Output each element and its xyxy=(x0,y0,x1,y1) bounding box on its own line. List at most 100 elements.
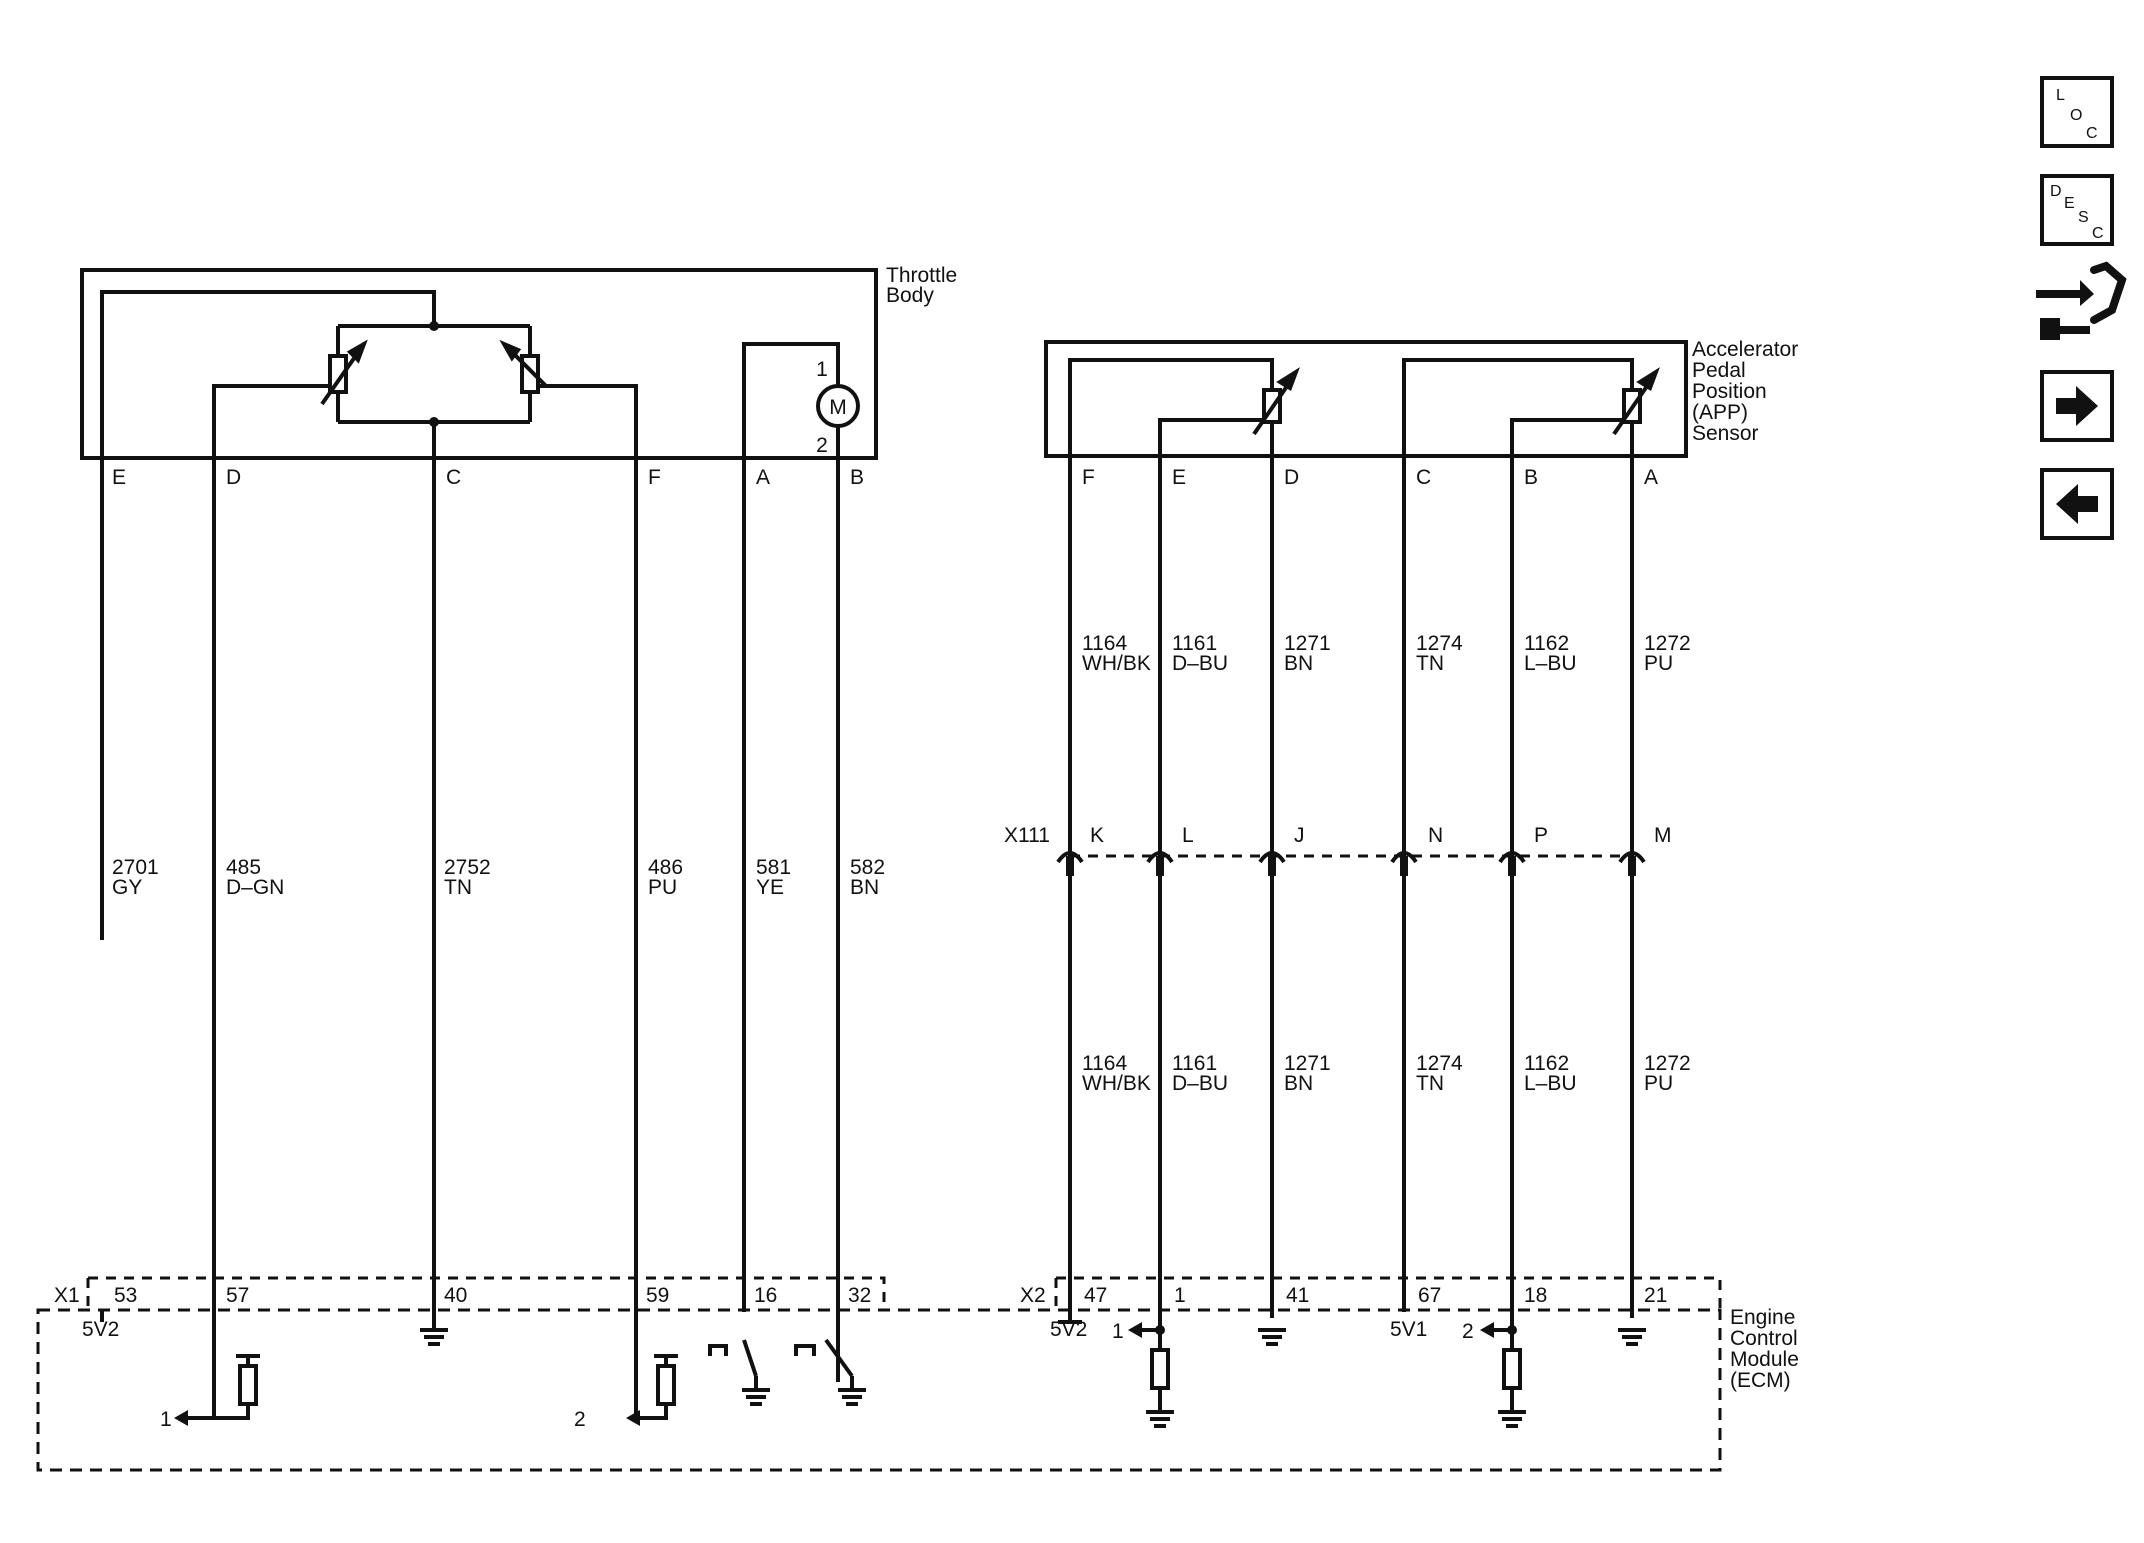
throttle-body-title: Throttle xyxy=(886,264,957,287)
svg-text:P: P xyxy=(1534,824,1548,847)
app-sensor-title: Accelerator Pedal Position (APP) Sensor xyxy=(1692,338,1798,445)
svg-text:TN: TN xyxy=(1416,1072,1444,1095)
app-pin-f: F xyxy=(1082,466,1095,489)
loc-button[interactable]: L O C xyxy=(2040,76,2114,148)
tps-sensor-2 xyxy=(499,339,548,394)
svg-text:L: L xyxy=(2056,87,2065,104)
x111-connector: X111 K L J N P M xyxy=(1004,824,1672,876)
svg-text:40: 40 xyxy=(444,1284,467,1307)
svg-text:(ECM): (ECM) xyxy=(1730,1369,1791,1392)
svg-text:TN: TN xyxy=(1416,652,1444,675)
app-sensor-component xyxy=(1044,340,1688,1412)
ground-symbols xyxy=(420,1328,1646,1428)
svg-text:Position: Position xyxy=(1692,380,1767,403)
svg-text:YE: YE xyxy=(756,876,784,899)
ref-5v2-left: 5V2 xyxy=(82,1318,119,1341)
svg-text:PU: PU xyxy=(1644,1072,1673,1095)
svg-text:47: 47 xyxy=(1084,1284,1107,1307)
svg-text:1272: 1272 xyxy=(1644,632,1691,655)
signal-1-left: 1 xyxy=(160,1408,172,1431)
svg-text:X1: X1 xyxy=(54,1284,80,1307)
svg-text:WH/BK: WH/BK xyxy=(1082,652,1151,675)
signal-2-right: 2 xyxy=(1462,1320,1474,1343)
app-pin-c: C xyxy=(1416,466,1431,489)
svg-text:PU: PU xyxy=(648,876,677,899)
svg-text:K: K xyxy=(1090,824,1104,847)
svg-text:E: E xyxy=(2064,195,2075,212)
svg-text:WH/BK: WH/BK xyxy=(1082,1072,1151,1095)
svg-text:D: D xyxy=(2050,183,2062,200)
svg-text:16: 16 xyxy=(754,1284,777,1307)
signal-2-left: 2 xyxy=(574,1408,586,1431)
app-pin-e: E xyxy=(1172,466,1186,489)
svg-text:C: C xyxy=(2086,125,2098,142)
svg-text:M: M xyxy=(1654,824,1672,847)
svg-text:486: 486 xyxy=(648,856,683,879)
app-sensor-1 xyxy=(1252,367,1300,436)
svg-text:1161: 1161 xyxy=(1172,1052,1217,1075)
ecm-internal-app xyxy=(1058,1310,1522,1390)
svg-text:Module: Module xyxy=(1730,1348,1799,1371)
throttle-body-component xyxy=(80,268,878,1418)
svg-text:2701: 2701 xyxy=(112,856,159,879)
svg-text:J: J xyxy=(1294,824,1305,847)
tb-pin-f: F xyxy=(648,466,661,489)
svg-text:582: 582 xyxy=(850,856,885,879)
app-wire-labels-lower: 1164 WH/BK 1161 D–BU 1271 BN 1274 TN 116… xyxy=(1082,1052,1691,1095)
ref-5v2-right: 5V2 xyxy=(1050,1318,1087,1341)
svg-text:(APP): (APP) xyxy=(1692,401,1748,424)
tb-pin-e: E xyxy=(112,466,126,489)
tb-wire-labels: 2701 GY 485 D–GN 2752 TN 486 PU 581 YE 5… xyxy=(112,856,885,899)
connector-end-view-icon[interactable] xyxy=(2036,261,2127,340)
signal-arrows xyxy=(174,1322,1517,1426)
svg-text:L–BU: L–BU xyxy=(1524,652,1577,675)
svg-text:32: 32 xyxy=(848,1284,871,1307)
tb-pin-b: B xyxy=(850,466,864,489)
svg-text:C: C xyxy=(2092,225,2104,242)
svg-text:1274: 1274 xyxy=(1416,632,1463,655)
svg-text:X111: X111 xyxy=(1004,824,1050,847)
svg-text:PU: PU xyxy=(1644,652,1673,675)
svg-text:Engine: Engine xyxy=(1730,1306,1795,1329)
svg-text:BN: BN xyxy=(1284,652,1313,675)
app-pin-d: D xyxy=(1284,466,1299,489)
next-button[interactable] xyxy=(2040,370,2114,442)
ecm-connector-x2: X2 47 1 41 67 18 21 xyxy=(1020,1276,1722,1310)
left-arrow-icon xyxy=(2056,484,2098,524)
svg-text:18: 18 xyxy=(1524,1284,1547,1307)
svg-text:N: N xyxy=(1428,824,1443,847)
tb-pin-c: C xyxy=(446,466,461,489)
motor-label: M xyxy=(829,396,847,419)
svg-text:Control: Control xyxy=(1730,1327,1798,1350)
svg-text:Sensor: Sensor xyxy=(1692,422,1759,445)
svg-text:41: 41 xyxy=(1286,1284,1309,1307)
svg-text:67: 67 xyxy=(1418,1284,1441,1307)
svg-text:D–BU: D–BU xyxy=(1172,1072,1228,1095)
svg-text:581: 581 xyxy=(756,856,791,879)
svg-text:TN: TN xyxy=(444,876,472,899)
app-pin-a: A xyxy=(1644,466,1658,489)
motor-pin-1: 1 xyxy=(816,358,828,381)
svg-text:L–BU: L–BU xyxy=(1524,1072,1577,1095)
svg-text:1162: 1162 xyxy=(1524,632,1569,655)
svg-text:1164: 1164 xyxy=(1082,632,1127,655)
svg-text:1271: 1271 xyxy=(1284,1052,1331,1075)
svg-text:1161: 1161 xyxy=(1172,632,1217,655)
svg-text:L: L xyxy=(1182,824,1194,847)
svg-text:485: 485 xyxy=(226,856,261,879)
ecm-module: Engine Control Module (ECM) xyxy=(36,1306,1799,1472)
throttle-motor: M 1 2 xyxy=(816,358,860,457)
desc-button[interactable]: D E S C xyxy=(2040,174,2114,246)
svg-text:BN: BN xyxy=(850,876,879,899)
tb-pin-a: A xyxy=(756,466,770,489)
svg-text:2752: 2752 xyxy=(444,856,491,879)
svg-text:D–BU: D–BU xyxy=(1172,652,1228,675)
tb-pin-d: D xyxy=(226,466,241,489)
signal-1-right: 1 xyxy=(1112,1320,1124,1343)
right-arrow-icon xyxy=(2056,386,2098,426)
svg-text:O: O xyxy=(2070,107,2082,124)
svg-text:S: S xyxy=(2078,209,2089,226)
ecm-connector-x1: X1 53 57 40 59 16 32 xyxy=(54,1276,886,1310)
prev-button[interactable] xyxy=(2040,468,2114,540)
